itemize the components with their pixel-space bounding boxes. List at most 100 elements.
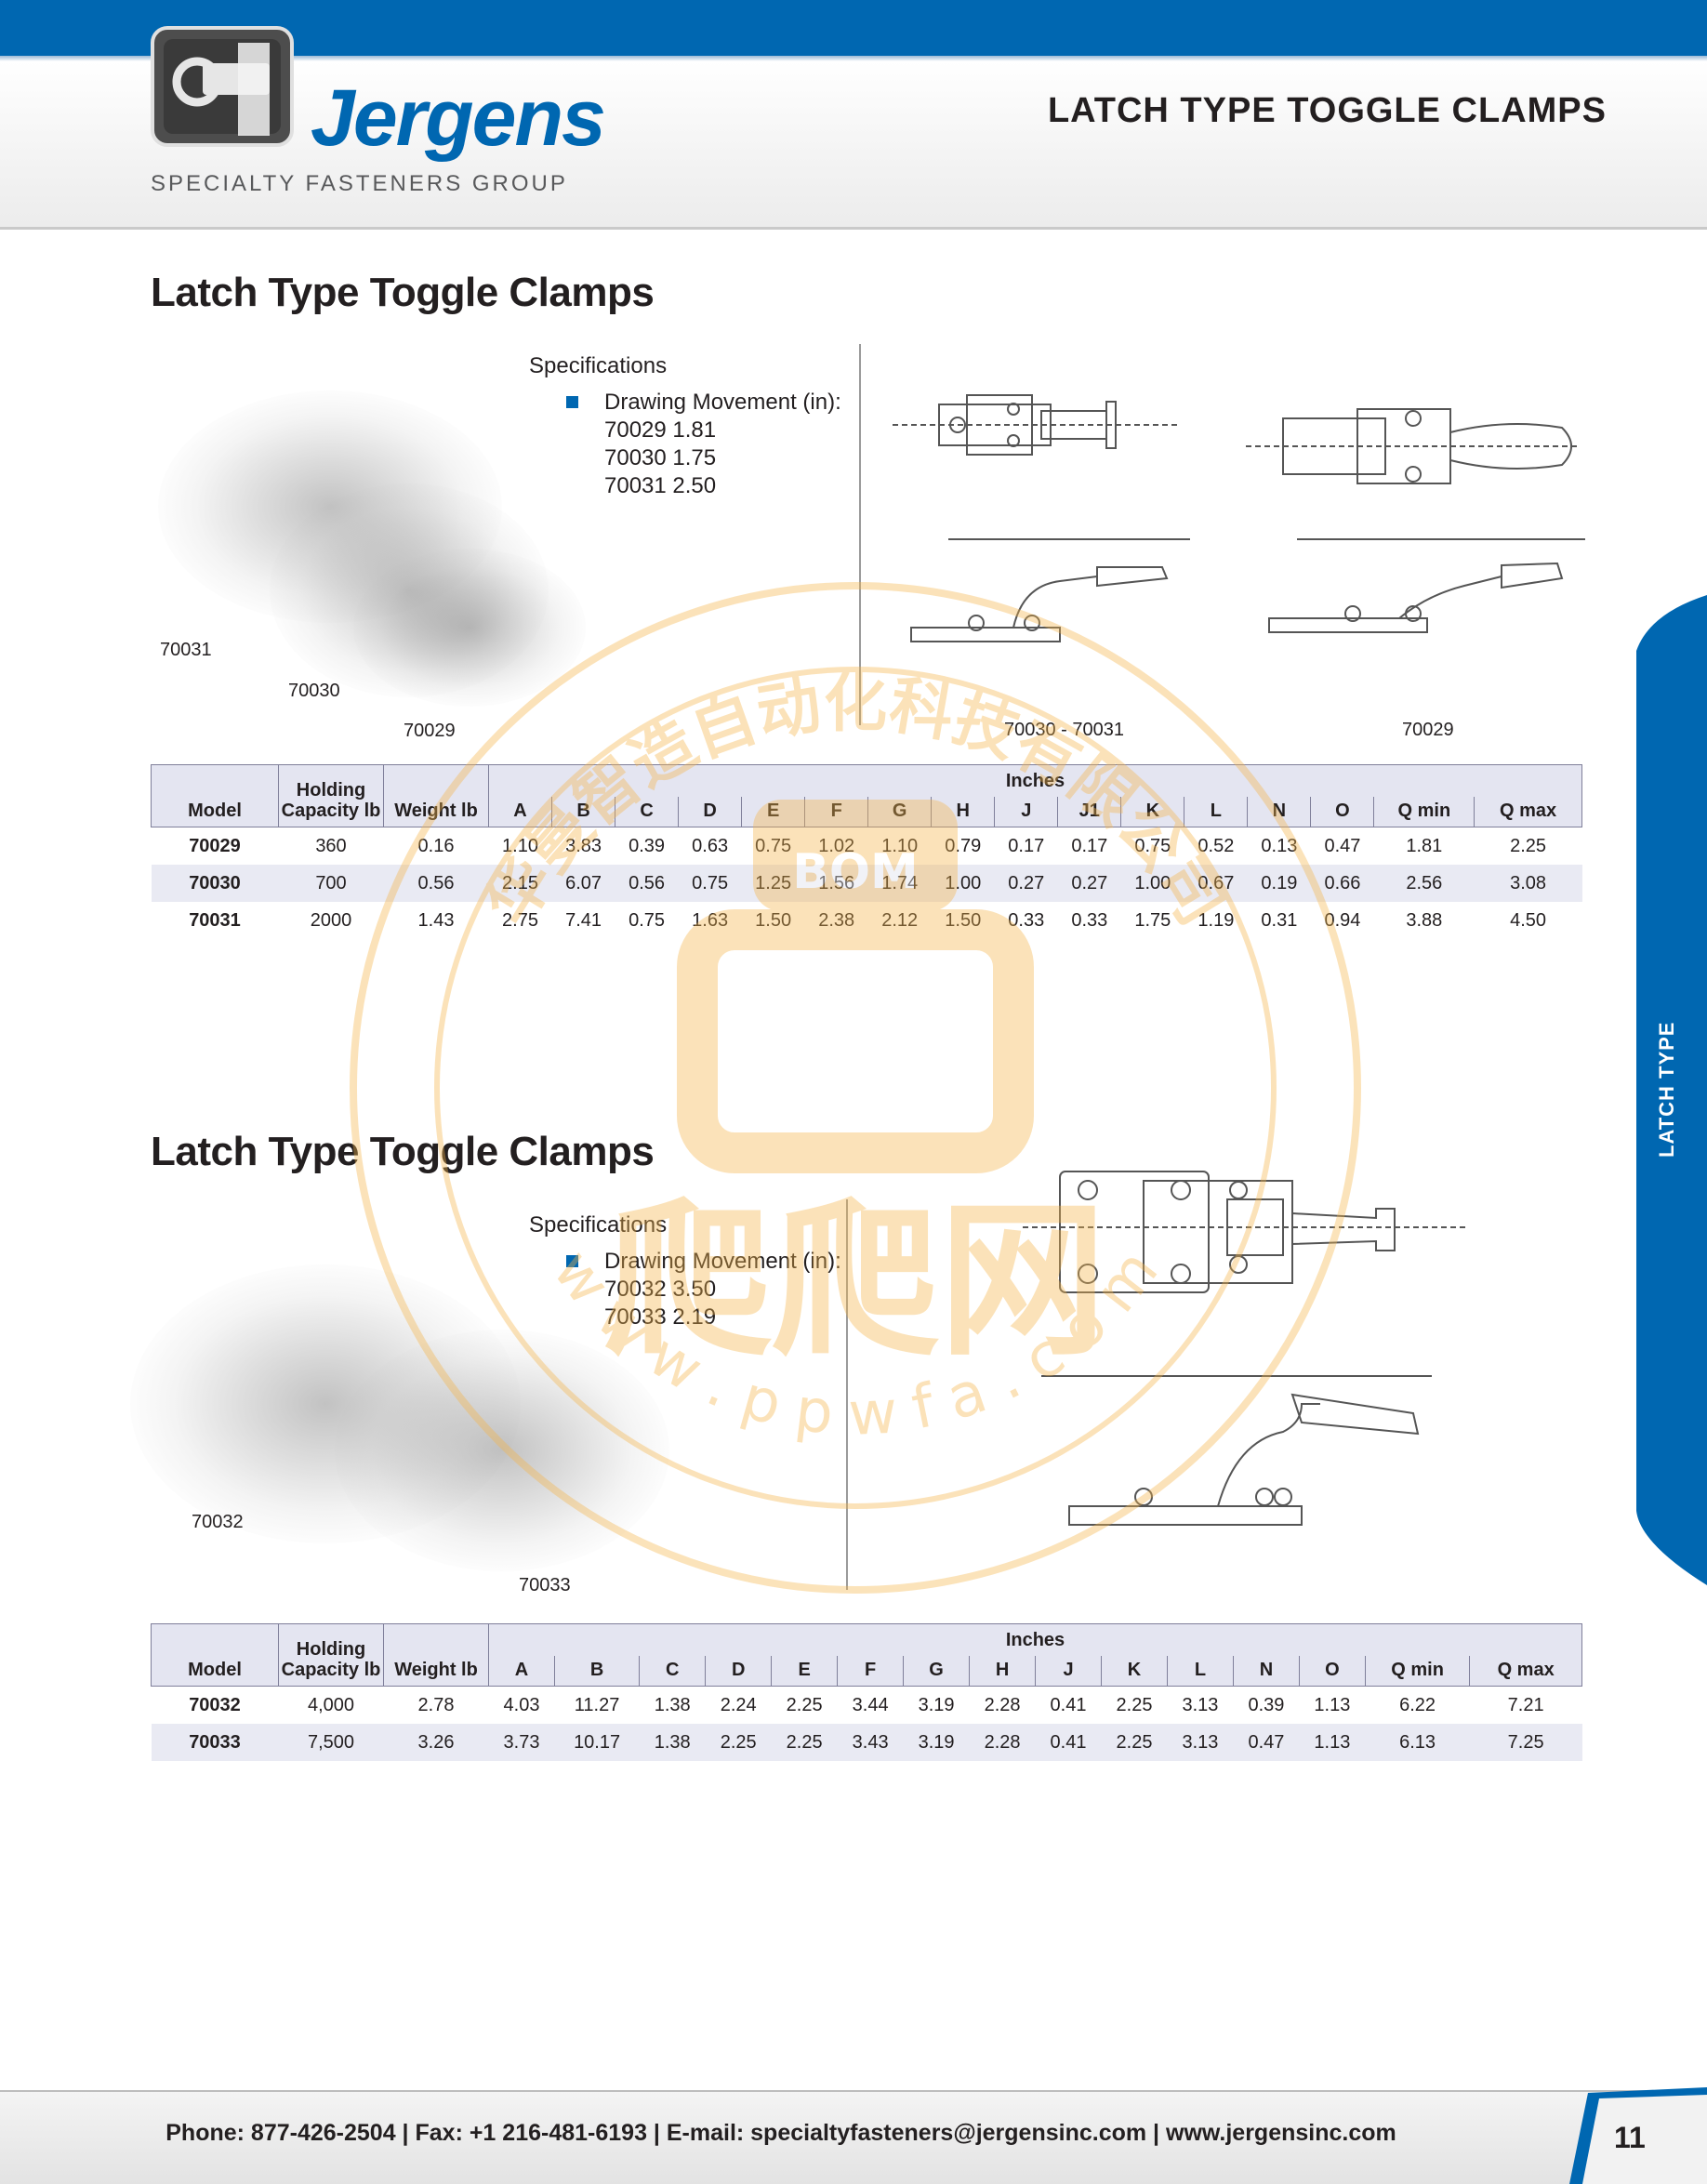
photo-label: 70030 bbox=[288, 681, 340, 701]
table-cell: 7.25 bbox=[1469, 1724, 1582, 1761]
clamp-photo bbox=[130, 1264, 521, 1543]
photo-label: 70031 bbox=[160, 640, 212, 660]
spec-table: Model Holding Capacity lb Weight lb Inch… bbox=[151, 1623, 1582, 1761]
table-cell: 1.81 bbox=[1406, 835, 1443, 856]
table-cell: 3.13 bbox=[1182, 1694, 1219, 1715]
table-cell: 3.13 bbox=[1167, 1724, 1234, 1761]
table-cell: 0.33 bbox=[1071, 909, 1108, 931]
group-header: Inches bbox=[488, 764, 1582, 797]
table-cell: 2.78 bbox=[417, 1694, 455, 1715]
table-cell: 6.13 bbox=[1365, 1724, 1470, 1761]
diagram-label: 70029 bbox=[1402, 720, 1454, 740]
column-header: E bbox=[771, 1656, 839, 1687]
section-title: Latch Type Toggle Clamps bbox=[151, 1129, 655, 1174]
table-cell: 0.75 bbox=[755, 835, 792, 856]
top-view-drawing-icon bbox=[1023, 1171, 1469, 1293]
spec-item: 70029 1.81 bbox=[604, 417, 717, 443]
table-cell: 0.17 bbox=[1008, 835, 1045, 856]
bullet-icon bbox=[566, 1255, 578, 1267]
column-header: O bbox=[1310, 797, 1375, 827]
group-header: Inches bbox=[488, 1623, 1582, 1656]
photo-label: 70033 bbox=[519, 1575, 571, 1595]
column-header: N bbox=[1232, 1656, 1300, 1687]
table-cell: 1.00 bbox=[931, 865, 995, 902]
table-cell: 2.25 bbox=[1510, 835, 1547, 856]
footer-divider bbox=[0, 2090, 1707, 2092]
table-cell: 7.41 bbox=[565, 909, 602, 931]
column-header: C bbox=[615, 797, 680, 827]
table-cell: 1.13 bbox=[1299, 1724, 1366, 1761]
column-header: D bbox=[678, 797, 743, 827]
table-cell: 0.17 bbox=[1071, 835, 1108, 856]
column-header: J1 bbox=[1057, 797, 1122, 827]
column-header: E bbox=[741, 797, 806, 827]
column-header: L bbox=[1184, 797, 1249, 827]
column-header: F bbox=[837, 1656, 905, 1687]
spec-heading: Specifications bbox=[529, 1212, 668, 1238]
table-cell: 0.47 bbox=[1324, 835, 1361, 856]
spec-table: Model Holding Capacity lb Weight lb Inch… bbox=[151, 764, 1582, 939]
brand-name: Jergens bbox=[311, 73, 606, 163]
column-header: Q max bbox=[1474, 797, 1582, 827]
side-tab-label: LATCH TYPE bbox=[1655, 1021, 1678, 1158]
table-cell: 2.12 bbox=[881, 909, 919, 931]
column-header: H bbox=[931, 797, 996, 827]
spec-label: Drawing Movement (in): bbox=[604, 1249, 841, 1274]
table-cell: 3.43 bbox=[837, 1724, 904, 1761]
table-cell: 3.19 bbox=[903, 1724, 970, 1761]
side-view-drawing-icon bbox=[910, 538, 1190, 642]
diagram-divider bbox=[846, 1199, 848, 1590]
column-header: D bbox=[705, 1656, 773, 1687]
table-cell: 1.19 bbox=[1198, 909, 1235, 931]
table-cell: 2.75 bbox=[502, 909, 538, 931]
table-cell: 3.44 bbox=[852, 1694, 889, 1715]
table-cell: 4.03 bbox=[503, 1694, 540, 1715]
table-cell: 2.28 bbox=[969, 1724, 1036, 1761]
column-header: J bbox=[1035, 1656, 1102, 1687]
bullet-icon bbox=[566, 396, 578, 408]
diagram-label: 70030 - 70031 bbox=[1004, 720, 1125, 740]
table-cell: 3.08 bbox=[1474, 865, 1582, 902]
column-header: Holding Capacity lb bbox=[278, 764, 384, 827]
clamp-photo bbox=[270, 483, 549, 697]
spec-heading: Specifications bbox=[529, 353, 668, 378]
table-cell: 700 bbox=[278, 865, 384, 902]
table-cell: 3.19 bbox=[918, 1694, 955, 1715]
table-cell: 2000 bbox=[310, 909, 352, 931]
table-cell: 2.25 bbox=[771, 1724, 838, 1761]
table-cell: 2.28 bbox=[984, 1694, 1021, 1715]
column-header: Q min bbox=[1373, 797, 1475, 827]
column-header: Model bbox=[151, 1623, 279, 1687]
column-header: B bbox=[551, 797, 616, 827]
table-cell: 3.26 bbox=[383, 1724, 489, 1761]
column-header: O bbox=[1298, 1656, 1366, 1687]
table-cell: 0.67 bbox=[1184, 865, 1248, 902]
table-cell: 0.13 bbox=[1261, 835, 1298, 856]
side-view-drawing-icon bbox=[1041, 1375, 1432, 1526]
table-cell: 0.27 bbox=[994, 865, 1058, 902]
column-header: K bbox=[1101, 1656, 1168, 1687]
table-cell: 1.50 bbox=[755, 909, 792, 931]
table-cell: 3.83 bbox=[565, 835, 602, 856]
column-header: B bbox=[553, 1656, 641, 1687]
table-cell: 1.75 bbox=[1134, 909, 1171, 931]
column-header: G bbox=[867, 797, 933, 827]
table-cell: 3.88 bbox=[1406, 909, 1443, 931]
column-header: F bbox=[804, 797, 869, 827]
table-cell: 6.07 bbox=[551, 865, 615, 902]
table-cell: 2.38 bbox=[818, 909, 855, 931]
table-cell: 2.25 bbox=[1101, 1724, 1168, 1761]
jergens-logo-icon bbox=[151, 26, 294, 147]
column-header: Q min bbox=[1364, 1656, 1471, 1687]
table-cell: 2.15 bbox=[488, 865, 552, 902]
table-cell: 2.56 bbox=[1373, 865, 1475, 902]
model-cell: 70031 bbox=[189, 909, 241, 931]
model-cell: 70033 bbox=[151, 1724, 279, 1761]
table-cell: 2.25 bbox=[786, 1694, 823, 1715]
table-cell: 0.47 bbox=[1233, 1724, 1300, 1761]
spec-label: Drawing Movement (in): bbox=[604, 390, 841, 415]
spec-item: 70033 2.19 bbox=[604, 1304, 717, 1330]
table-cell: 1.13 bbox=[1314, 1694, 1351, 1715]
